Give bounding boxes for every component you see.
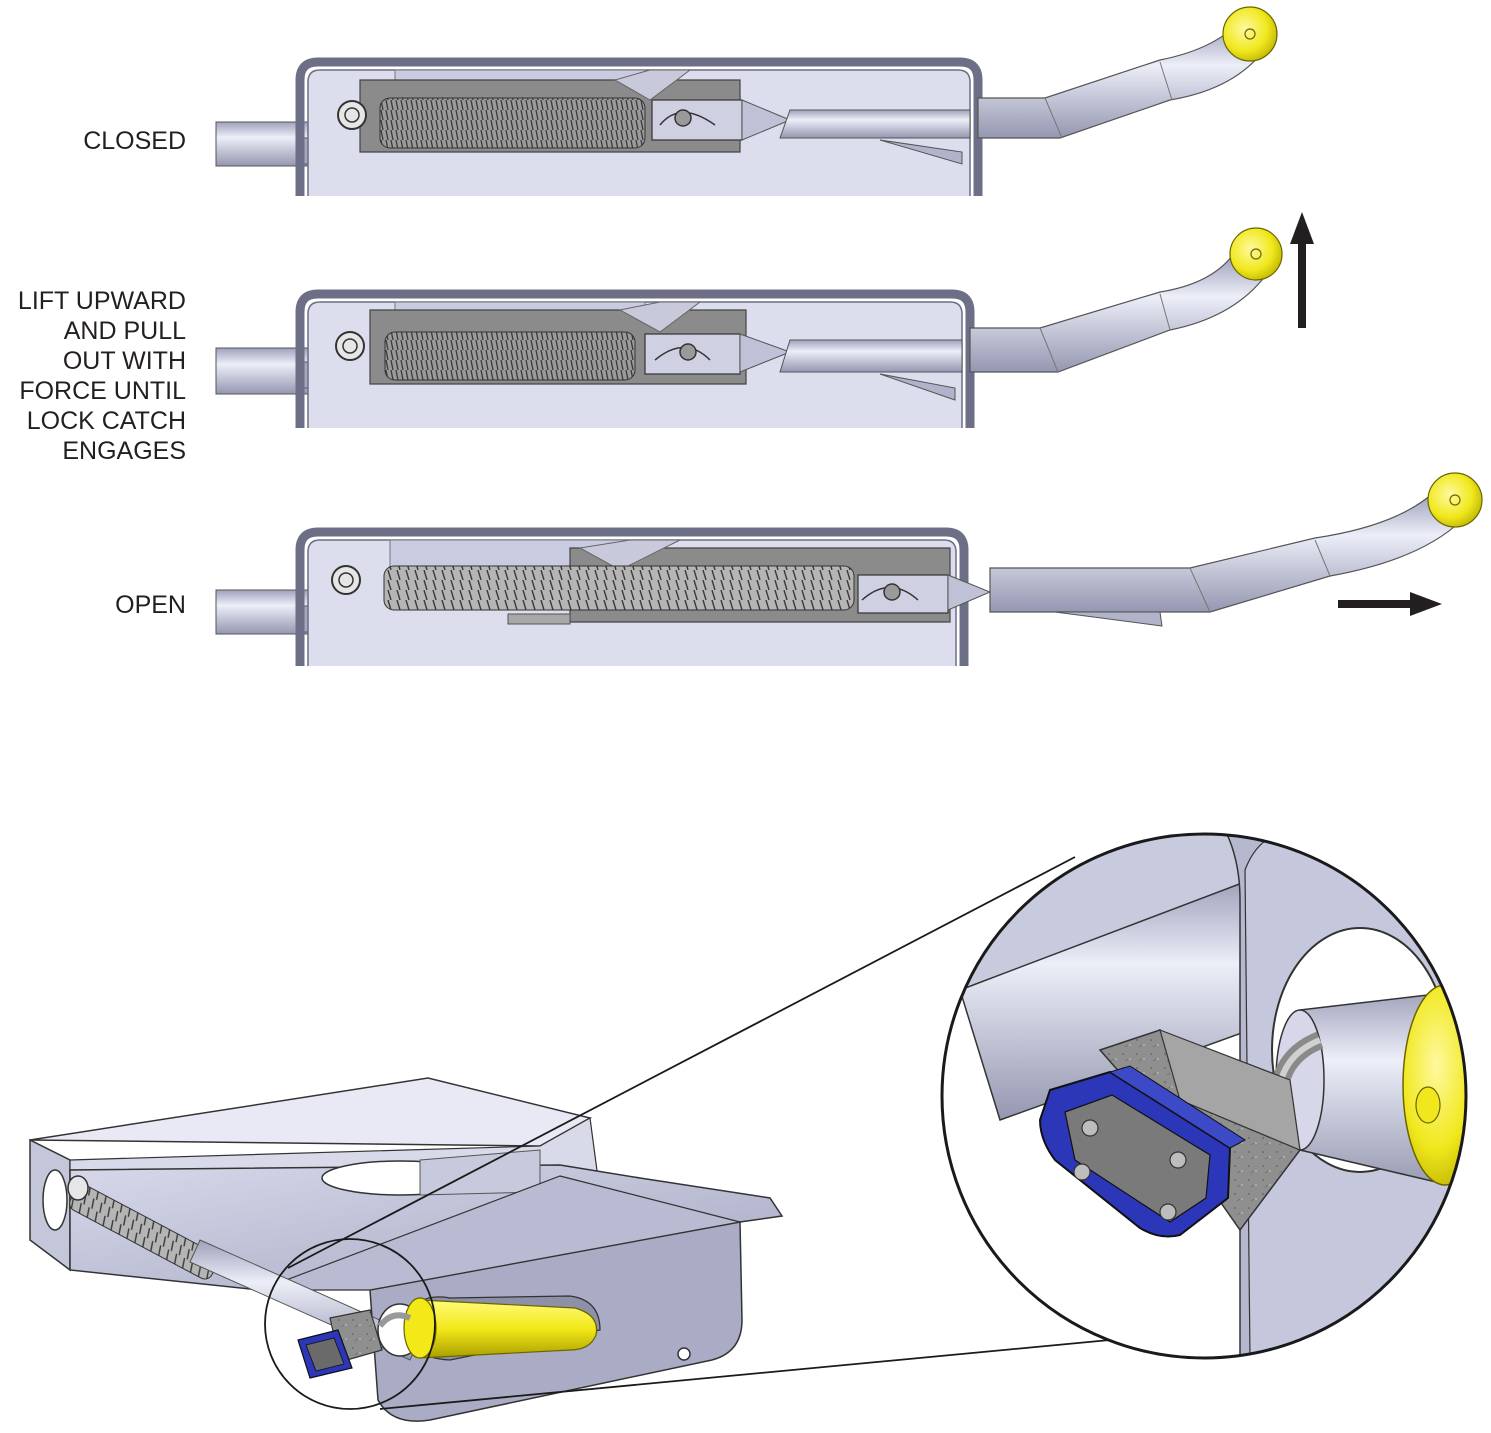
latch-open-view [215, 472, 1483, 666]
latch-closed-view [215, 6, 1278, 196]
open-label: OPEN [115, 591, 186, 619]
knob-icon [1427, 472, 1483, 528]
knob-icon [1222, 6, 1278, 62]
isometric-latch-view [29, 1077, 784, 1422]
right-arrow-icon [1338, 592, 1442, 616]
closed-label: CLOSED [83, 127, 186, 155]
knob-icon [1229, 227, 1283, 281]
padlock-detail-view [940, 832, 1468, 1360]
latch-lift-view [215, 212, 1314, 428]
up-arrow-icon [1290, 212, 1314, 328]
lift-instruction-label: LIFT UPWARD AND PULL OUT WITH FORCE UNTI… [17, 287, 186, 465]
